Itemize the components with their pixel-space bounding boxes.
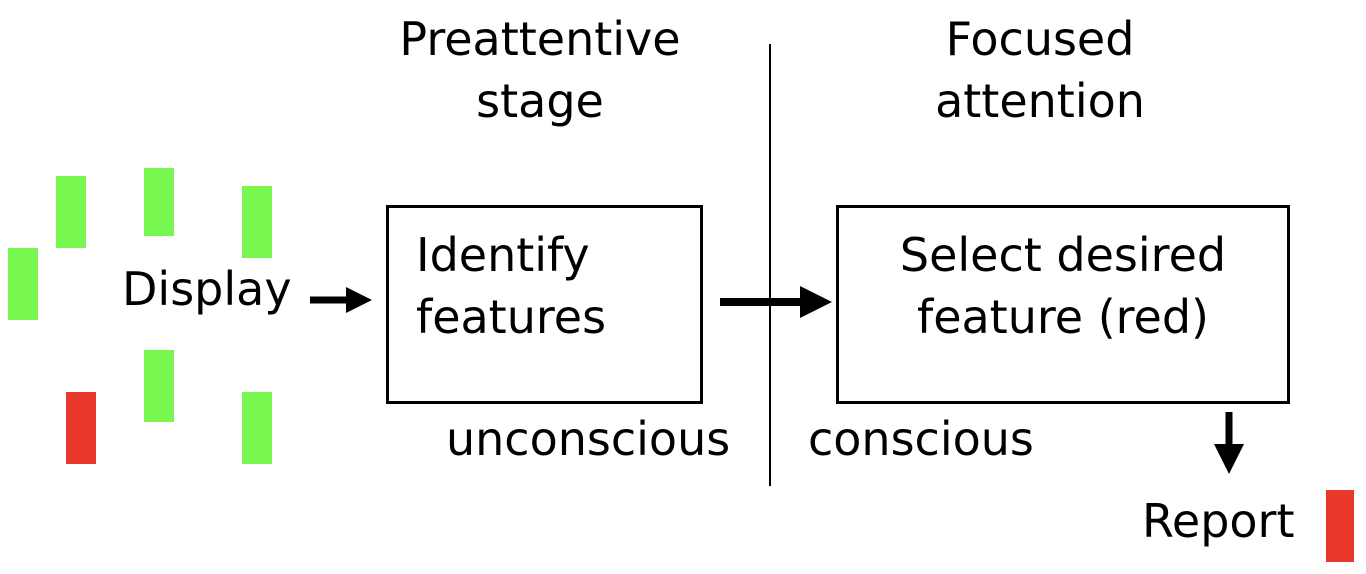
select-feature-text: Select desired feature (red)	[836, 224, 1290, 348]
identify-features-text: Identify features	[416, 224, 606, 348]
preattentive-stage-heading: Preattentive stage	[380, 8, 700, 132]
select-line-1: Select desired	[899, 228, 1227, 282]
focused-attention-heading: Focused attention	[890, 8, 1190, 132]
display-bar-green	[56, 176, 86, 248]
display-bar-green	[242, 392, 272, 464]
display-bar-red	[66, 392, 96, 464]
report-bar-red	[1326, 490, 1354, 562]
preattentive-heading-line-2: stage	[476, 74, 604, 128]
display-bar-green	[242, 186, 272, 258]
display-label: Display	[122, 262, 292, 316]
stage-divider-line	[769, 44, 771, 486]
identify-line-1: Identify	[416, 228, 590, 282]
right-arrow-icon	[720, 286, 832, 318]
identify-features-box	[386, 205, 703, 404]
focused-heading-line-1: Focused	[945, 12, 1135, 66]
select-line-2: feature (red)	[917, 290, 1209, 344]
display-bar-green	[144, 350, 174, 422]
conscious-label: conscious	[808, 412, 1034, 466]
display-bar-green	[144, 168, 174, 236]
right-arrow-icon	[310, 287, 372, 313]
unconscious-label: unconscious	[446, 412, 731, 466]
report-label: Report	[1142, 494, 1295, 548]
identify-line-2: features	[416, 290, 607, 344]
preattentive-heading-line-1: Preattentive	[399, 12, 681, 66]
select-feature-box	[836, 205, 1290, 404]
focused-heading-line-2: attention	[935, 74, 1145, 128]
down-arrow-icon	[1214, 412, 1244, 474]
display-bar-green	[8, 248, 38, 320]
